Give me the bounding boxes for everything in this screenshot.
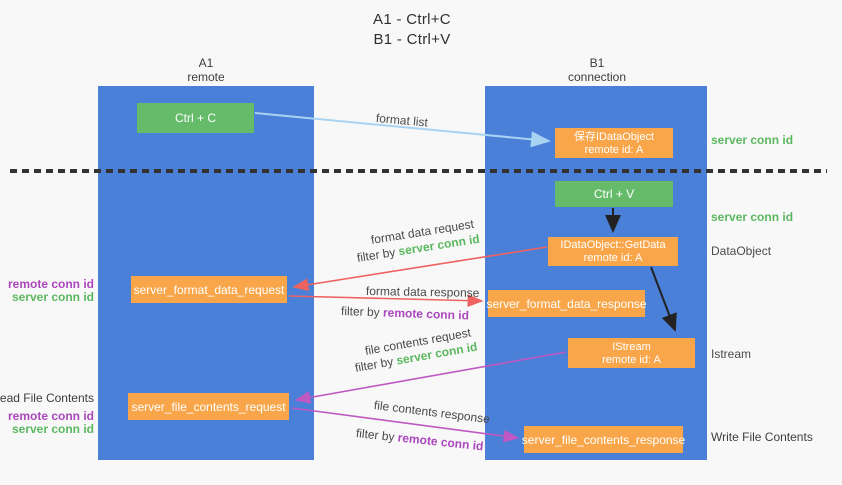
istream-annotation: Istream [711, 347, 752, 361]
server-format-data-request-label: server_format_data_request [133, 282, 285, 297]
lane-header-b1: B1 connection [568, 56, 626, 84]
filter-by-text: filter by [353, 354, 395, 375]
server-file-contents-response-label: server_file_contents_response [521, 432, 686, 447]
lane-a1-name: A1 [198, 56, 214, 70]
filter-by-text: filter by [355, 245, 397, 265]
istream-title: IStream [612, 340, 651, 353]
filter-by-text: filter by [355, 426, 396, 445]
ctrl-v-label: Ctrl + V [593, 187, 635, 201]
getdata-title: IDataObject::GetData [560, 239, 666, 251]
ctrl-v-node: Ctrl + V [555, 181, 673, 207]
lane-b1-name: B1 [589, 56, 605, 70]
server-format-data-response-node: server_format_data_response [486, 290, 647, 317]
server-format-data-request-node: server_format_data_request [131, 276, 287, 303]
write-file-contents-annotation: Write File Contents [711, 430, 813, 444]
server-conn-id-annotation: server conn id [11, 422, 94, 436]
read-file-contents-block: Read File Contents remote conn id server… [0, 392, 94, 436]
filter-by-text: filter by [340, 304, 380, 320]
server-file-contents-request-node: server_file_contents_request [128, 393, 289, 420]
ctrl-c-node: Ctrl + C [137, 103, 254, 133]
file-response-filter-label: filter by remote conn id [355, 426, 484, 453]
getdata-node: IDataObject::GetData remote id: A [548, 237, 678, 266]
format-data-response-label: format data response [365, 284, 480, 300]
server-file-contents-response-node: server_file_contents_response [521, 426, 686, 453]
remote-conn-id-annotation: remote conn id [7, 277, 94, 291]
server-file-contents-request-label: server_file_contents_request [131, 399, 286, 414]
server-format-data-response-label: server_format_data_response [486, 296, 647, 311]
lane-b1-role: connection [567, 70, 627, 84]
read-file-contents-annotation: Read File Contents [0, 391, 94, 405]
diagram-title: A1 - Ctrl+C B1 - Ctrl+V [373, 10, 451, 50]
conn-id-annotation-block-top: remote conn id server conn id [8, 278, 94, 304]
dataobject-annotation: DataObject [711, 244, 772, 258]
ctrl-c-label: Ctrl + C [174, 111, 216, 125]
remote-conn-id-text: remote conn id [397, 430, 485, 454]
save-dataobject-node: 保存IDataObject remote id: A [555, 128, 673, 158]
format-response-filter-label: filter by remote conn id [341, 304, 469, 322]
getdata-remote-id: remote id: A [583, 252, 643, 264]
remote-conn-id-annotation: remote conn id [7, 409, 94, 423]
file-contents-response-label: file contents response [373, 398, 491, 427]
save-dataobject-remote-id: remote id: A [584, 143, 644, 156]
server-conn-id-annotation-mid: server conn id [711, 210, 794, 224]
title-line-paste: B1 - Ctrl+V [373, 31, 451, 48]
istream-node: IStream remote id: A [568, 338, 695, 368]
istream-remote-id: remote id: A [602, 353, 661, 366]
save-dataobject-title: 保存IDataObject [573, 130, 655, 143]
title-line-copy: A1 - Ctrl+C [373, 11, 451, 28]
remote-conn-id-text: remote conn id [382, 305, 470, 323]
server-conn-id-annotation: server conn id [11, 290, 94, 304]
lane-a1-role: remote [187, 70, 225, 84]
format-list-label: format list [375, 111, 429, 130]
server-conn-id-annotation-top: server conn id [711, 133, 794, 147]
lane-header-a1: A1 remote [187, 56, 224, 84]
